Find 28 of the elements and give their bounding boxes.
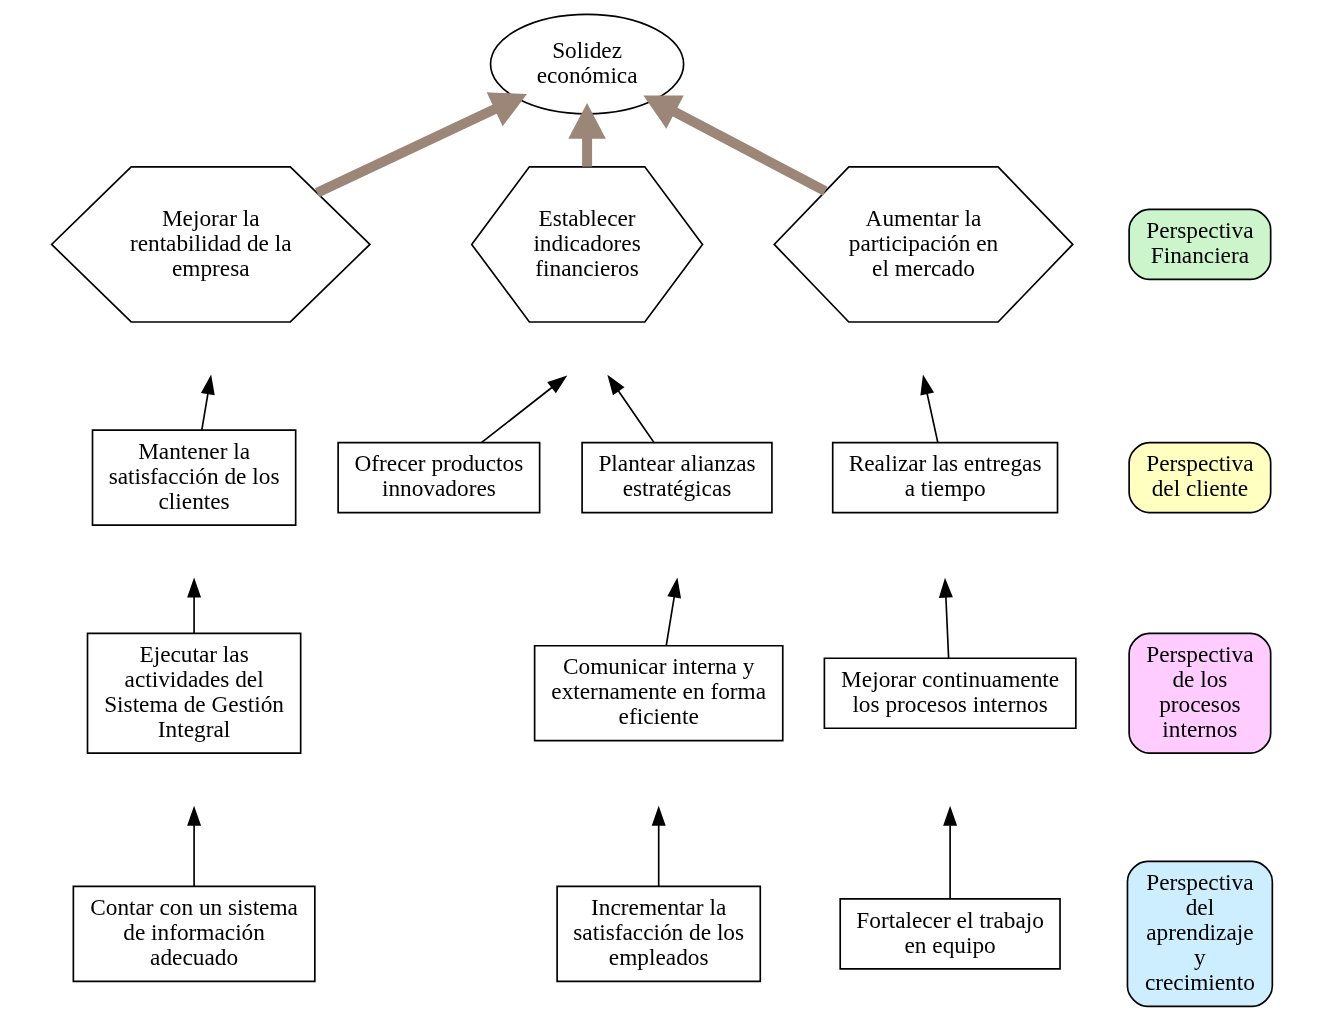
arrow <box>938 577 953 659</box>
arrow <box>314 92 527 198</box>
arrow <box>186 577 201 634</box>
node-box: Perspectiva Financiera <box>1127 208 1271 281</box>
node-box: Comunicar interna y externamente en forma eficiente <box>533 644 784 742</box>
arrow <box>919 374 939 444</box>
node-box: Realizar las entregas a tiempo <box>831 441 1058 514</box>
node-box: Ofrecer productos innovadores <box>336 441 540 514</box>
node-box: Mantener la satisfacción de los clientes <box>91 429 296 526</box>
arrow <box>200 374 215 431</box>
arrow <box>651 805 666 887</box>
node-box: Plantear alianzas estratégicas <box>580 441 773 514</box>
arrow <box>606 374 655 444</box>
arrow <box>664 577 681 647</box>
node-box: Incrementar la satisfacción de los empleados <box>555 885 761 983</box>
node-box: Perspectiva de los procesos internos <box>1127 632 1271 755</box>
node-box: Fortalecer el trabajo en equipo <box>838 898 1061 970</box>
arrow <box>942 805 957 900</box>
arrow <box>480 375 567 444</box>
node-box: Mejorar continuamente los procesos internos <box>823 657 1077 730</box>
arrow <box>186 805 201 887</box>
node-box: Ejecutar las actividades del Sistema de Gestión Integral <box>86 632 301 755</box>
arrow <box>642 95 828 196</box>
node-box: Perspectiva del aprendizaje y crecimiento <box>1126 860 1273 1008</box>
node-ellipse: Solidez económica <box>489 13 684 115</box>
node-box: Perspectiva del cliente <box>1127 441 1271 514</box>
arrow <box>567 102 606 167</box>
node-box: Contar con un sistema de información adecuado <box>72 885 316 983</box>
